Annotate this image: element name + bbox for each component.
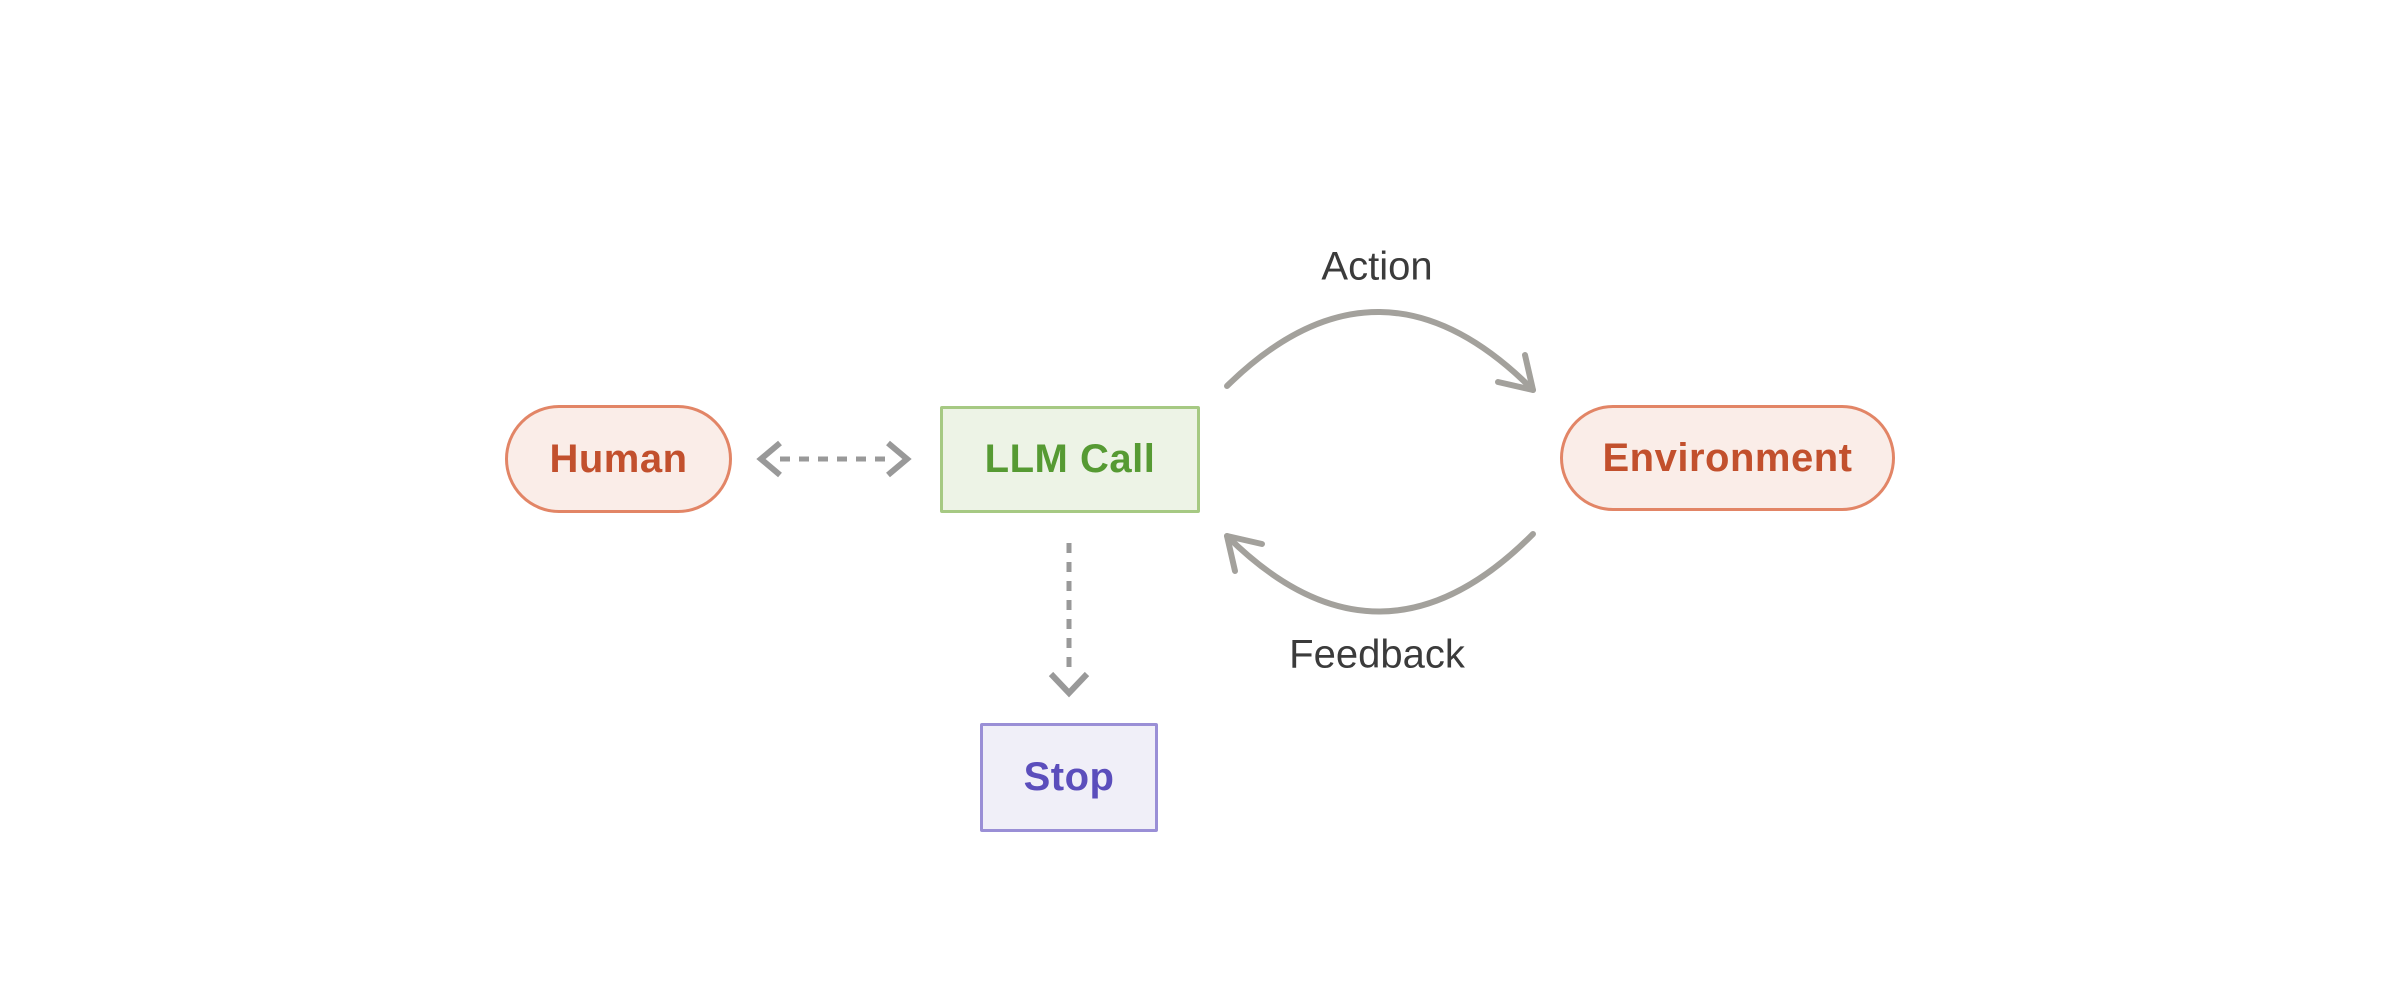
right-chevron-icon xyxy=(886,440,912,478)
node-stop-label: Stop xyxy=(1023,755,1115,799)
left-chevron-icon xyxy=(756,440,782,478)
node-environment: Environment xyxy=(1560,405,1895,511)
llm-stop-dashed-arrow xyxy=(1048,543,1090,698)
feedback-arrowhead-icon xyxy=(1224,533,1265,574)
node-human: Human xyxy=(505,405,732,513)
action-arrowhead-icon xyxy=(1495,352,1536,393)
node-human-label: Human xyxy=(549,436,688,481)
action-arrow xyxy=(1224,309,1536,393)
human-llm-double-arrow xyxy=(756,440,912,478)
feedback-arrow xyxy=(1224,531,1536,615)
feedback-edge-label: Feedback xyxy=(1289,632,1465,677)
down-chevron-icon xyxy=(1048,671,1090,698)
node-llm-call-label: LLM Call xyxy=(984,437,1156,481)
node-llm-call: LLM Call xyxy=(940,406,1200,513)
action-edge-label: Action xyxy=(1321,244,1433,289)
node-environment-label: Environment xyxy=(1602,435,1853,480)
node-stop: Stop xyxy=(980,723,1158,832)
